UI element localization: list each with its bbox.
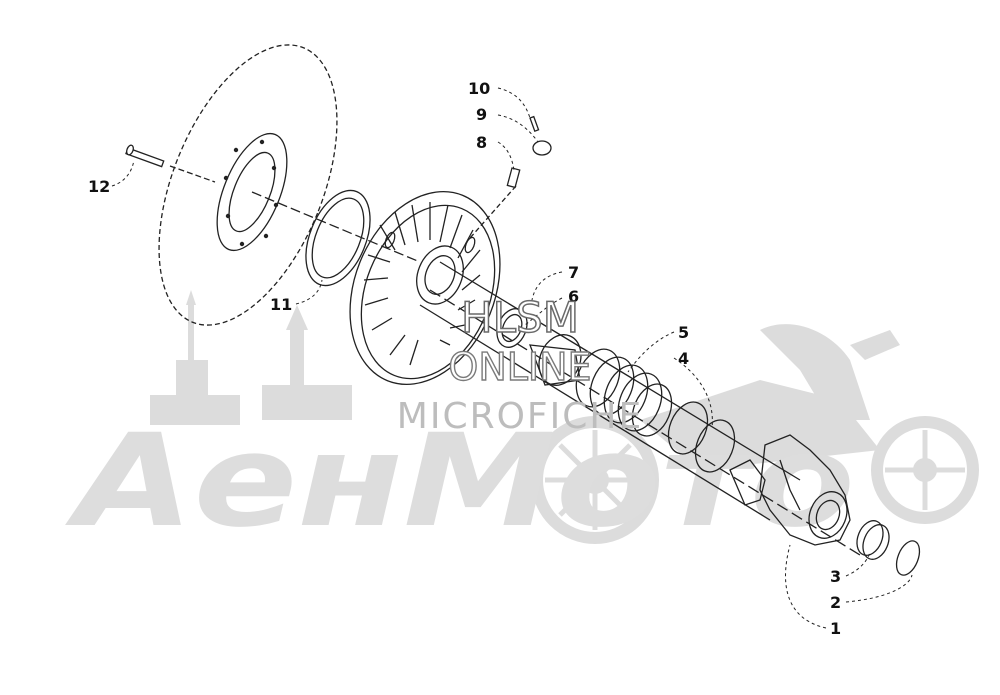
leader-9 bbox=[497, 114, 539, 143]
leader-10 bbox=[497, 87, 531, 119]
leader-lines bbox=[111, 87, 913, 629]
bolt-part-12 bbox=[125, 144, 216, 183]
leader-11 bbox=[295, 279, 323, 305]
washer-part-4 bbox=[667, 401, 736, 473]
line-drawing bbox=[125, 44, 921, 576]
watermark-background: АенМото bbox=[64, 290, 979, 556]
leader-2 bbox=[845, 574, 913, 603]
leader-5 bbox=[627, 331, 675, 373]
callout-3: 3 bbox=[830, 567, 841, 586]
fixed-sheave-disc bbox=[158, 44, 338, 326]
callout-11: 11 bbox=[270, 295, 292, 314]
callout-12: 12 bbox=[88, 177, 110, 196]
roll-pin-part-10 bbox=[529, 115, 540, 132]
watermark-brand: АенМото bbox=[64, 407, 855, 556]
cooling-fins bbox=[363, 202, 481, 366]
callout-2: 2 bbox=[830, 593, 841, 612]
leader-3 bbox=[845, 551, 871, 577]
leader-4 bbox=[673, 357, 713, 429]
callout-7: 7 bbox=[568, 263, 579, 282]
watermark-line-3: MICROFICHE bbox=[397, 396, 643, 437]
callout-5: 5 bbox=[678, 323, 689, 342]
callout-8: 8 bbox=[476, 133, 487, 152]
motorcycle-silhouette bbox=[531, 324, 979, 544]
movable-sheave bbox=[349, 190, 501, 386]
sleeve-part-7 bbox=[529, 334, 582, 386]
leader-8 bbox=[497, 141, 515, 171]
leader-6 bbox=[524, 297, 563, 326]
leader-1 bbox=[785, 544, 827, 629]
cathedral-silhouette bbox=[150, 290, 352, 425]
cap-part-9 bbox=[532, 140, 552, 156]
callout-9: 9 bbox=[476, 105, 487, 124]
callouts: 10 9 8 12 11 7 6 5 4 3 2 1 bbox=[88, 79, 841, 638]
spring-part-5 bbox=[575, 348, 673, 437]
watermark-line-2: ONLINE bbox=[448, 345, 591, 389]
leader-12 bbox=[111, 159, 135, 187]
snap-ring-part-2 bbox=[895, 540, 921, 576]
watermark-line-1: HLSM bbox=[461, 293, 579, 342]
callout-10: 10 bbox=[468, 79, 490, 98]
callout-4: 4 bbox=[678, 349, 689, 368]
bearing-part-3 bbox=[856, 520, 890, 560]
cam-helix-part-1 bbox=[729, 434, 851, 546]
hlsm-watermark: HLSM ONLINE MICROFICHE bbox=[397, 292, 643, 437]
bushing-part-6 bbox=[496, 308, 528, 348]
callout-6: 6 bbox=[568, 287, 579, 306]
callout-1: 1 bbox=[830, 619, 841, 638]
gasket-ring-part-11 bbox=[251, 189, 421, 287]
pin-part-8 bbox=[469, 167, 521, 239]
